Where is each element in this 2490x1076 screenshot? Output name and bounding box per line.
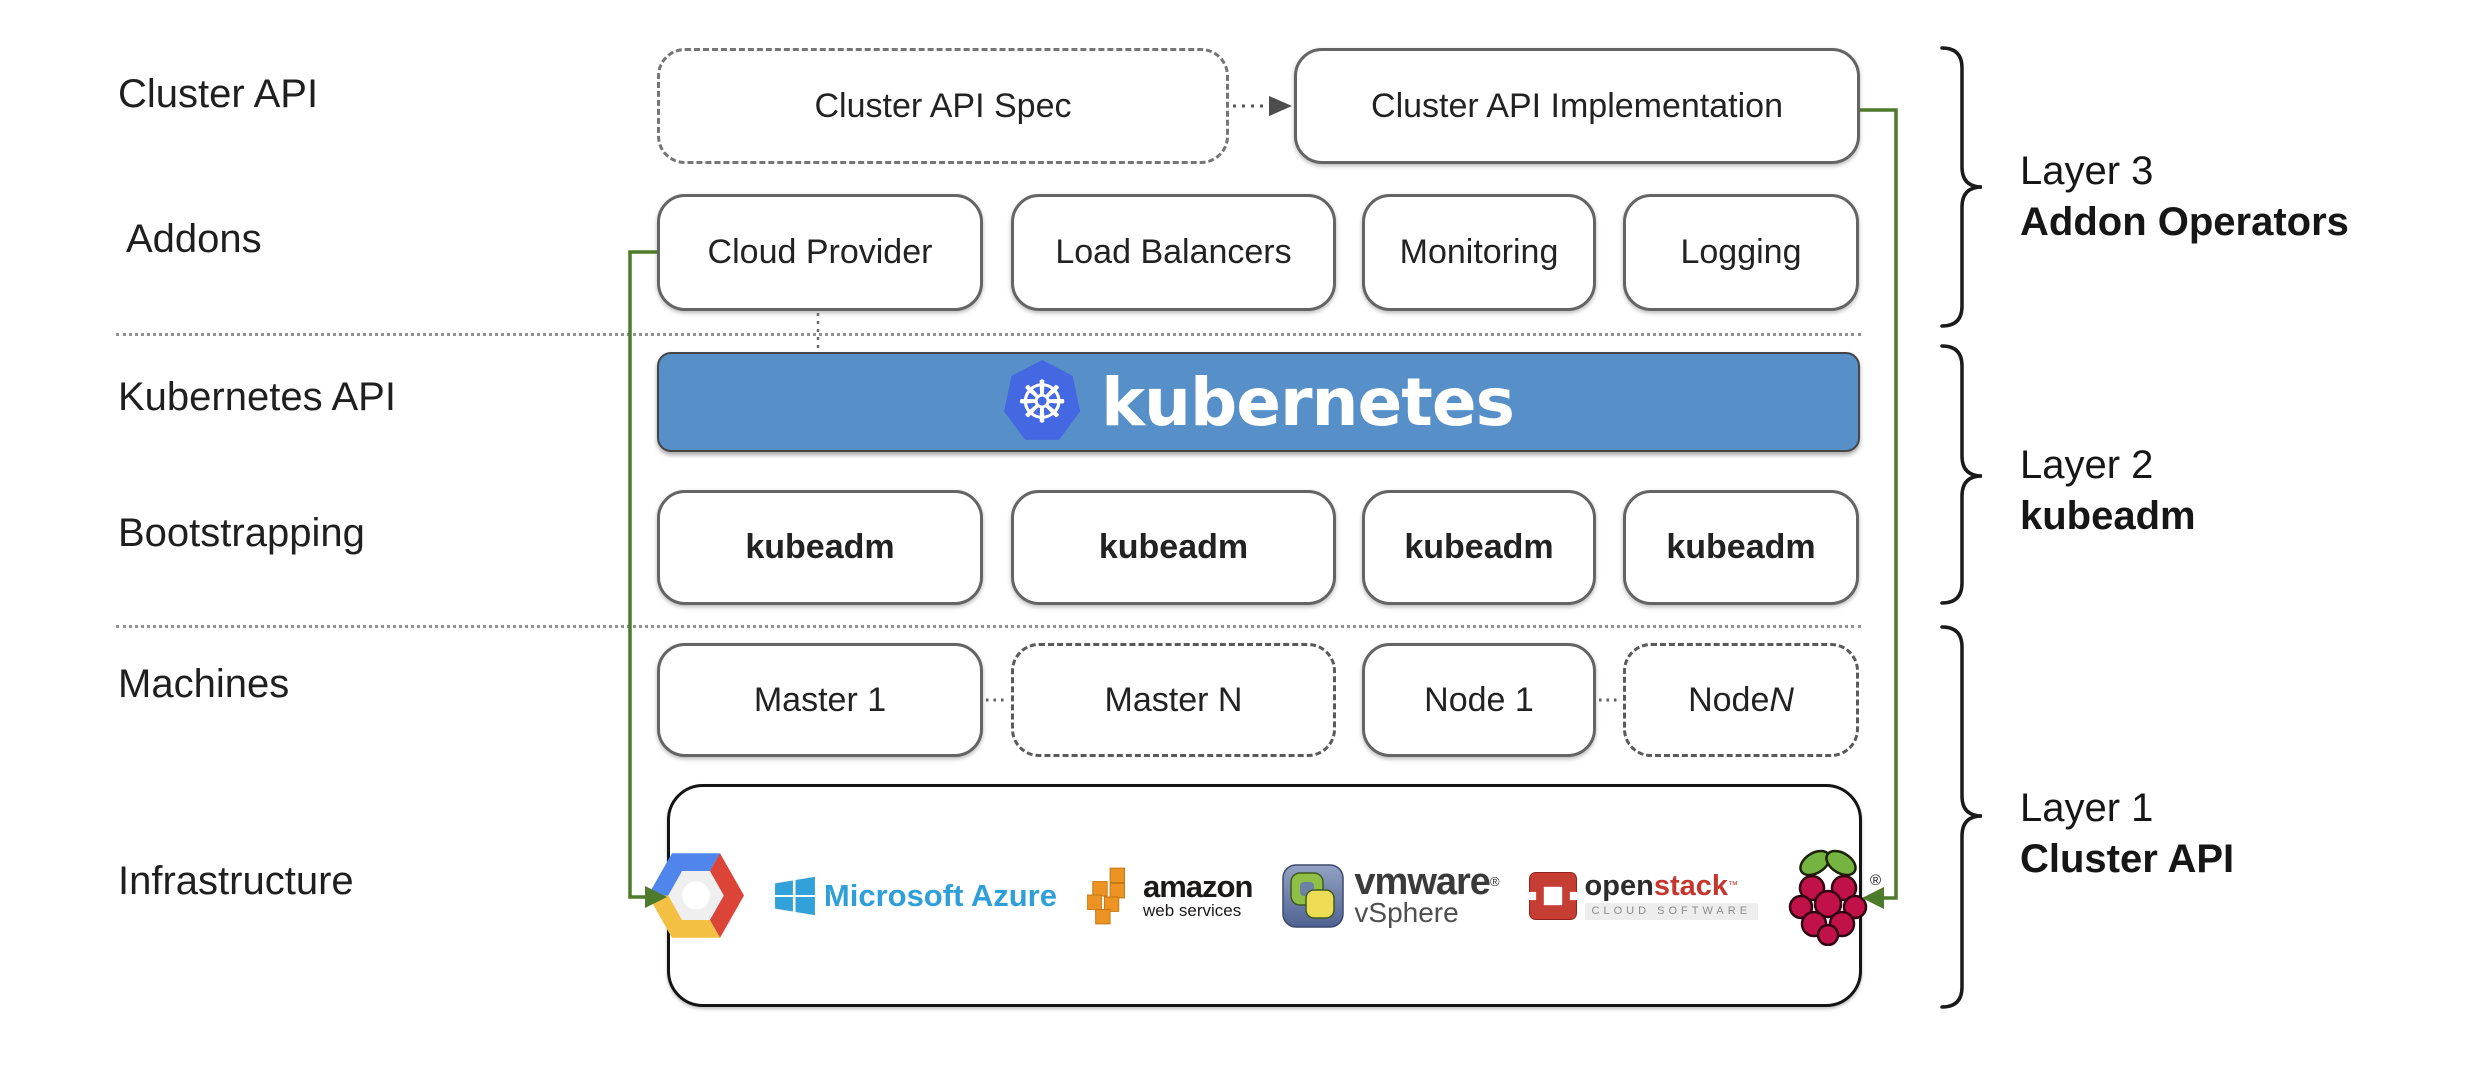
machine-label-suffix: N [1769,680,1794,719]
helm-wheel-glyph: ☸ [1016,368,1069,436]
layer-2-brace [1940,344,1983,605]
provider-microsoft-azure: Microsoft Azure [774,875,1057,917]
vmware-registered-mark: ® [1489,873,1500,889]
machine-box-node-1: Node 1 [1362,643,1596,757]
dotted-separator-bottom [116,625,1861,628]
machine-box-master-n: Master N [1011,643,1336,757]
machine-label: Node [1688,680,1770,719]
provider-openstack: openstack™ CLOUD SOFTWARE [1528,869,1759,920]
row-label-bootstrapping: Bootstrapping [118,511,365,555]
row-label-addons: Addons [126,217,262,261]
infrastructure-box: Microsoft Azure amazon web services [647,784,1881,1007]
azure-window-icon [774,876,815,915]
vmware-vsphere-icon [1282,863,1345,928]
machine-box-master-1: Master 1 [657,643,983,757]
cluster-api-spec-box: Cluster API Spec [657,48,1229,164]
layer-1-title: Layer 1 [2020,786,2154,830]
openstack-icon [1528,871,1577,920]
green-connector-right [1860,108,1898,909]
layer-3-title: Layer 3 [2020,149,2154,193]
provider-google-cloud [647,853,744,938]
cluster-api-spec-label: Cluster API Spec [814,86,1072,125]
openstack-tagline: CLOUD SOFTWARE [1584,902,1759,920]
kubeadm-box-1: kubeadm [657,490,983,605]
addon-box-logging: Logging [1623,194,1859,311]
vsphere-subtext: vSphere [1354,896,1459,928]
machine-box-node-n: Node N [1623,643,1859,757]
addon-box-load-balancers: Load Balancers [1011,194,1336,311]
aws-cubes-icon [1086,867,1125,924]
spec-to-implementation-arrow [1233,96,1292,116]
kubeadm-box-4: kubeadm [1623,490,1859,605]
layer-2-subtitle: kubeadm [2020,494,2196,538]
machine-label: Master N [1104,680,1243,719]
google-cloud-hexagon-icon [647,853,744,938]
row-label-cluster-api: Cluster API [118,72,319,116]
openstack-logo-text: openstack™ CLOUD SOFTWARE [1584,869,1759,920]
raspberry-pi-registered-mark: ® [1870,871,1882,889]
layer-1-label: Layer 1 Cluster API [2020,787,2234,880]
kubeadm-label: kubeadm [1098,528,1249,566]
kubeadm-label: kubeadm [745,528,895,566]
openstack-wordmark: openstack™ [1584,869,1738,902]
kubernetes-helm-icon: ☸ [1004,360,1081,440]
cluster-api-implementation-label: Cluster API Implementation [1371,86,1783,125]
raspberry-pi-icon [1788,849,1868,946]
kubeadm-box-2: kubeadm [1011,490,1336,605]
layer-3-subtitle: Addon Operators [2020,200,2349,244]
azure-logo-text: Microsoft Azure [823,877,1057,913]
provider-vmware-vsphere: vmware® vSphere [1282,860,1500,928]
dotted-separator-top [116,333,1861,336]
kubernetes-wordmark: kubernetes [1101,363,1515,441]
addon-label: Monitoring [1399,233,1559,271]
kubeadm-box-3: kubeadm [1362,490,1596,605]
layer-2-title: Layer 2 [2020,443,2154,487]
addon-label: Logging [1680,233,1802,271]
layer-1-brace [1940,625,1983,1009]
layer-3-label: Layer 3 Addon Operators [2020,150,2349,243]
openstack-tm-mark: ™ [1728,879,1738,891]
provider-raspberry-pi: ® [1788,846,1881,946]
cluster-api-implementation-box: Cluster API Implementation [1294,48,1860,164]
aws-subtext: web services [1142,900,1242,920]
provider-amazon-web-services: amazon web services [1086,867,1253,925]
layer-3-brace [1940,46,1983,328]
machine-label: Master 1 [753,680,887,719]
row-label-kubernetes-api: Kubernetes API [118,375,396,419]
aws-wordmark: amazon [1142,868,1253,904]
addon-label: Load Balancers [1055,233,1292,271]
addon-label: Cloud Provider [707,233,933,271]
vmware-logo-text: vmware® vSphere [1354,860,1500,928]
layer-1-subtitle: Cluster API [2020,837,2235,881]
row-label-infrastructure: Infrastructure [118,859,354,903]
kubeadm-label: kubeadm [1404,528,1554,566]
addon-box-monitoring: Monitoring [1362,194,1596,311]
row-label-machines: Machines [118,662,290,706]
kubernetes-banner: ☸ kubernetes [657,352,1860,452]
layer-2-label: Layer 2 kubeadm [2020,444,2196,537]
machine-label: Node 1 [1424,680,1534,719]
kubeadm-label: kubeadm [1666,528,1816,566]
aws-logo-text: amazon web services [1142,868,1253,920]
vmware-wordmark: vmware® [1354,860,1500,903]
addon-box-cloud-provider: Cloud Provider [657,194,983,311]
